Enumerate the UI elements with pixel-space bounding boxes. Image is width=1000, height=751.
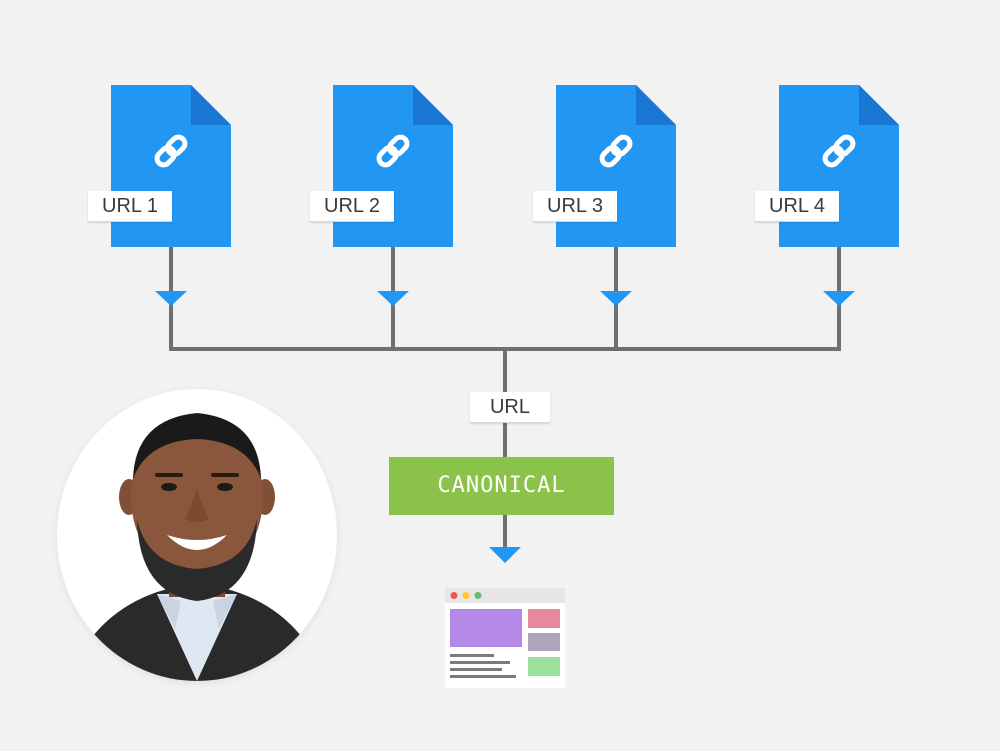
document-url-3 <box>556 85 676 247</box>
merged-url-label: URL <box>470 392 550 423</box>
url-3-label: URL 3 <box>533 191 617 222</box>
document-icon <box>333 85 453 247</box>
document-url-4 <box>779 85 899 247</box>
arrow-down-icon <box>489 547 521 563</box>
document-icon <box>111 85 231 247</box>
url-1-label: URL 1 <box>88 191 172 222</box>
arrow-down-icon <box>377 291 409 306</box>
document-icon <box>779 85 899 247</box>
presenter-avatar <box>57 389 337 681</box>
url-2-label: URL 2 <box>310 191 394 222</box>
url-4-label: URL 4 <box>755 191 839 222</box>
arrow-down-icon <box>600 291 632 306</box>
document-url-1 <box>111 85 231 247</box>
browser-window-icon <box>445 588 565 688</box>
document-icon <box>556 85 676 247</box>
arrow-down-icon <box>155 291 187 306</box>
arrow-down-icon <box>823 291 855 306</box>
canonical-box: CANONICAL <box>389 457 614 515</box>
document-url-2 <box>333 85 453 247</box>
